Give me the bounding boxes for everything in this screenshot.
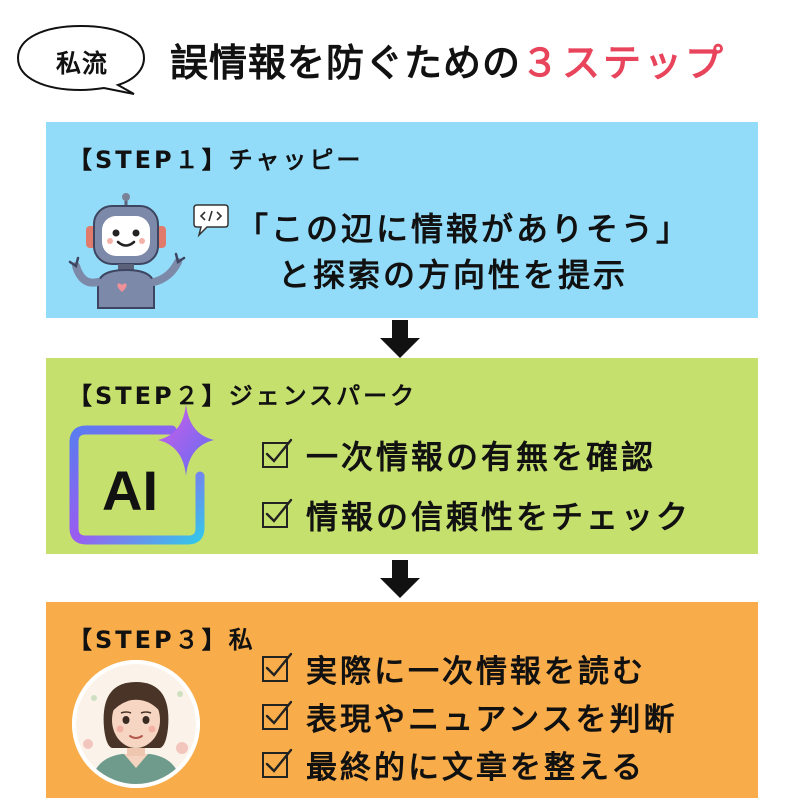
step-2-card: 【STEP２】ジェンスパーク AI 一次情報の有無を確認 情 (46, 358, 758, 554)
check-item-label: 実際に一次情報を読む (306, 654, 646, 690)
title-accent: ３ステップ (521, 41, 727, 85)
step-3-card: 【STEP３】私 (46, 602, 758, 798)
header: 私流 誤情報を防ぐための３ステップ (0, 0, 800, 115)
checkbox-checked-icon (262, 498, 293, 528)
step-1-label: 【STEP１】チャッピー (68, 146, 364, 174)
check-item-label: 情報の信頼性をチェック (306, 498, 692, 536)
step-2-label: 【STEP２】ジェンスパーク (68, 382, 418, 410)
checkbox-checked-icon (262, 652, 293, 682)
checkbox-checked-icon (262, 700, 293, 730)
badge-label: 私流 (55, 49, 108, 78)
badge: 私流 (6, 18, 156, 98)
speech-bubble-icon (16, 24, 146, 95)
ai-logo-icon: AI (69, 404, 214, 545)
title-main: 誤情報を防ぐための (170, 41, 522, 85)
step-1-text-line-2: と探索の方向性を提示 (278, 256, 629, 294)
code-bubble-icon (193, 204, 229, 238)
check-item-label: 表現やニュアンスを判断 (306, 702, 678, 738)
down-arrow-icon (380, 320, 420, 358)
check-item-label: 最終的に文章を整える (306, 750, 646, 786)
step-1-text-line-1: 「この辺に情報がありそう」 (236, 210, 692, 248)
checkbox-checked-icon (262, 748, 293, 778)
ai-logo-text: AI (102, 459, 158, 522)
check-item-label: 一次情報の有無を確認 (306, 438, 657, 476)
step-3-label: 【STEP３】私 (68, 626, 256, 654)
robot-icon (68, 193, 186, 309)
checkbox-checked-icon (262, 438, 293, 468)
step-1-card: 【STEP１】チャッピー 「この辺に情報がありそう」 と探索の方向性を提示 (46, 122, 758, 318)
down-arrow-icon (380, 560, 420, 598)
page-title: 誤情報を防ぐための３ステップ (170, 32, 726, 87)
person-avatar-icon (72, 660, 200, 788)
